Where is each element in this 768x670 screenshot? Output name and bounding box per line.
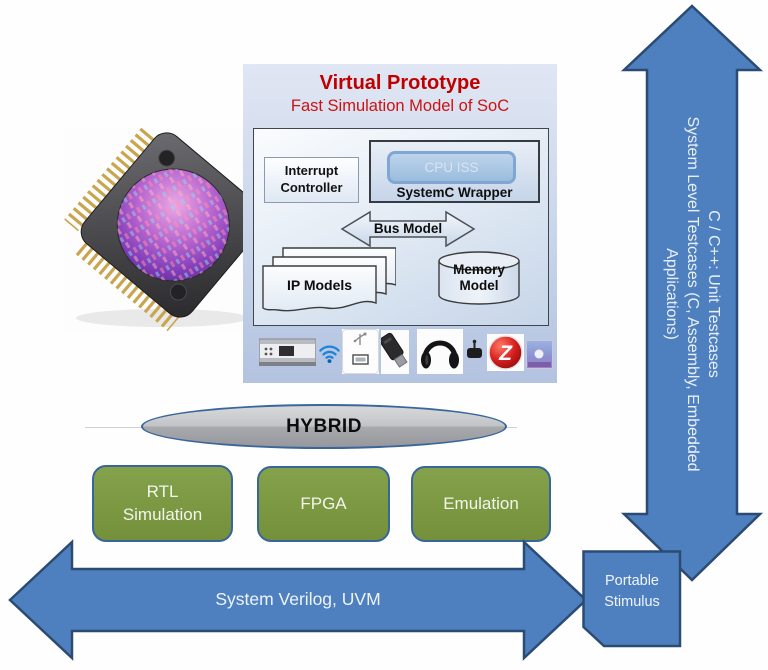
systemc-wrapper-label: SystemC Wrapper bbox=[396, 185, 513, 200]
rf-dongle-icon bbox=[467, 339, 482, 358]
platform-fpga: FPGA bbox=[257, 466, 390, 542]
media-photo-icon bbox=[526, 340, 553, 369]
hybrid-ellipse: HYBRID bbox=[141, 404, 507, 449]
platform-emulation: Emulation bbox=[411, 466, 551, 542]
c-testcases-label: C / C++: Unit Testcases System Level Tes… bbox=[663, 116, 723, 472]
cpu-iss-block: CPU ISS bbox=[387, 151, 516, 184]
svg-text:Z: Z bbox=[498, 342, 513, 365]
ip-models-label: IP Models bbox=[286, 277, 353, 293]
cpu-subsystem-block: CPU ISS SystemC Wrapper bbox=[369, 140, 540, 203]
wifi-icon bbox=[319, 345, 340, 364]
bus-model-label: Bus Model bbox=[373, 221, 443, 236]
virtual-prototype-title: Virtual Prototype bbox=[319, 72, 481, 94]
portable-stimulus-box bbox=[582, 550, 682, 648]
virtual-prototype-subtitle: Fast Simulation Model of SoC bbox=[290, 97, 510, 115]
ip-models-stack-icon bbox=[262, 247, 396, 312]
usb-stick-icon bbox=[381, 330, 409, 374]
platform-rtl-simulation: RTL Simulation bbox=[92, 465, 233, 542]
zigbee-logo-icon: Z bbox=[487, 334, 524, 371]
portable-stimulus-label: Portable Stimulus bbox=[604, 573, 660, 611]
headphones-icon bbox=[417, 329, 463, 374]
system-verilog-label: System Verilog, UVM bbox=[215, 589, 381, 609]
c-testcases-arrow bbox=[620, 4, 764, 582]
memory-model-label: Memory Model bbox=[453, 262, 505, 294]
interrupt-controller-block: Interrupt Controller bbox=[264, 157, 359, 203]
soc-chip-icon bbox=[64, 127, 260, 332]
memory-model-cylinder-icon bbox=[438, 251, 520, 305]
set-top-box-icon bbox=[259, 338, 316, 366]
bus-model-arrow-icon bbox=[340, 210, 476, 248]
usb-charger-icon bbox=[342, 329, 379, 374]
